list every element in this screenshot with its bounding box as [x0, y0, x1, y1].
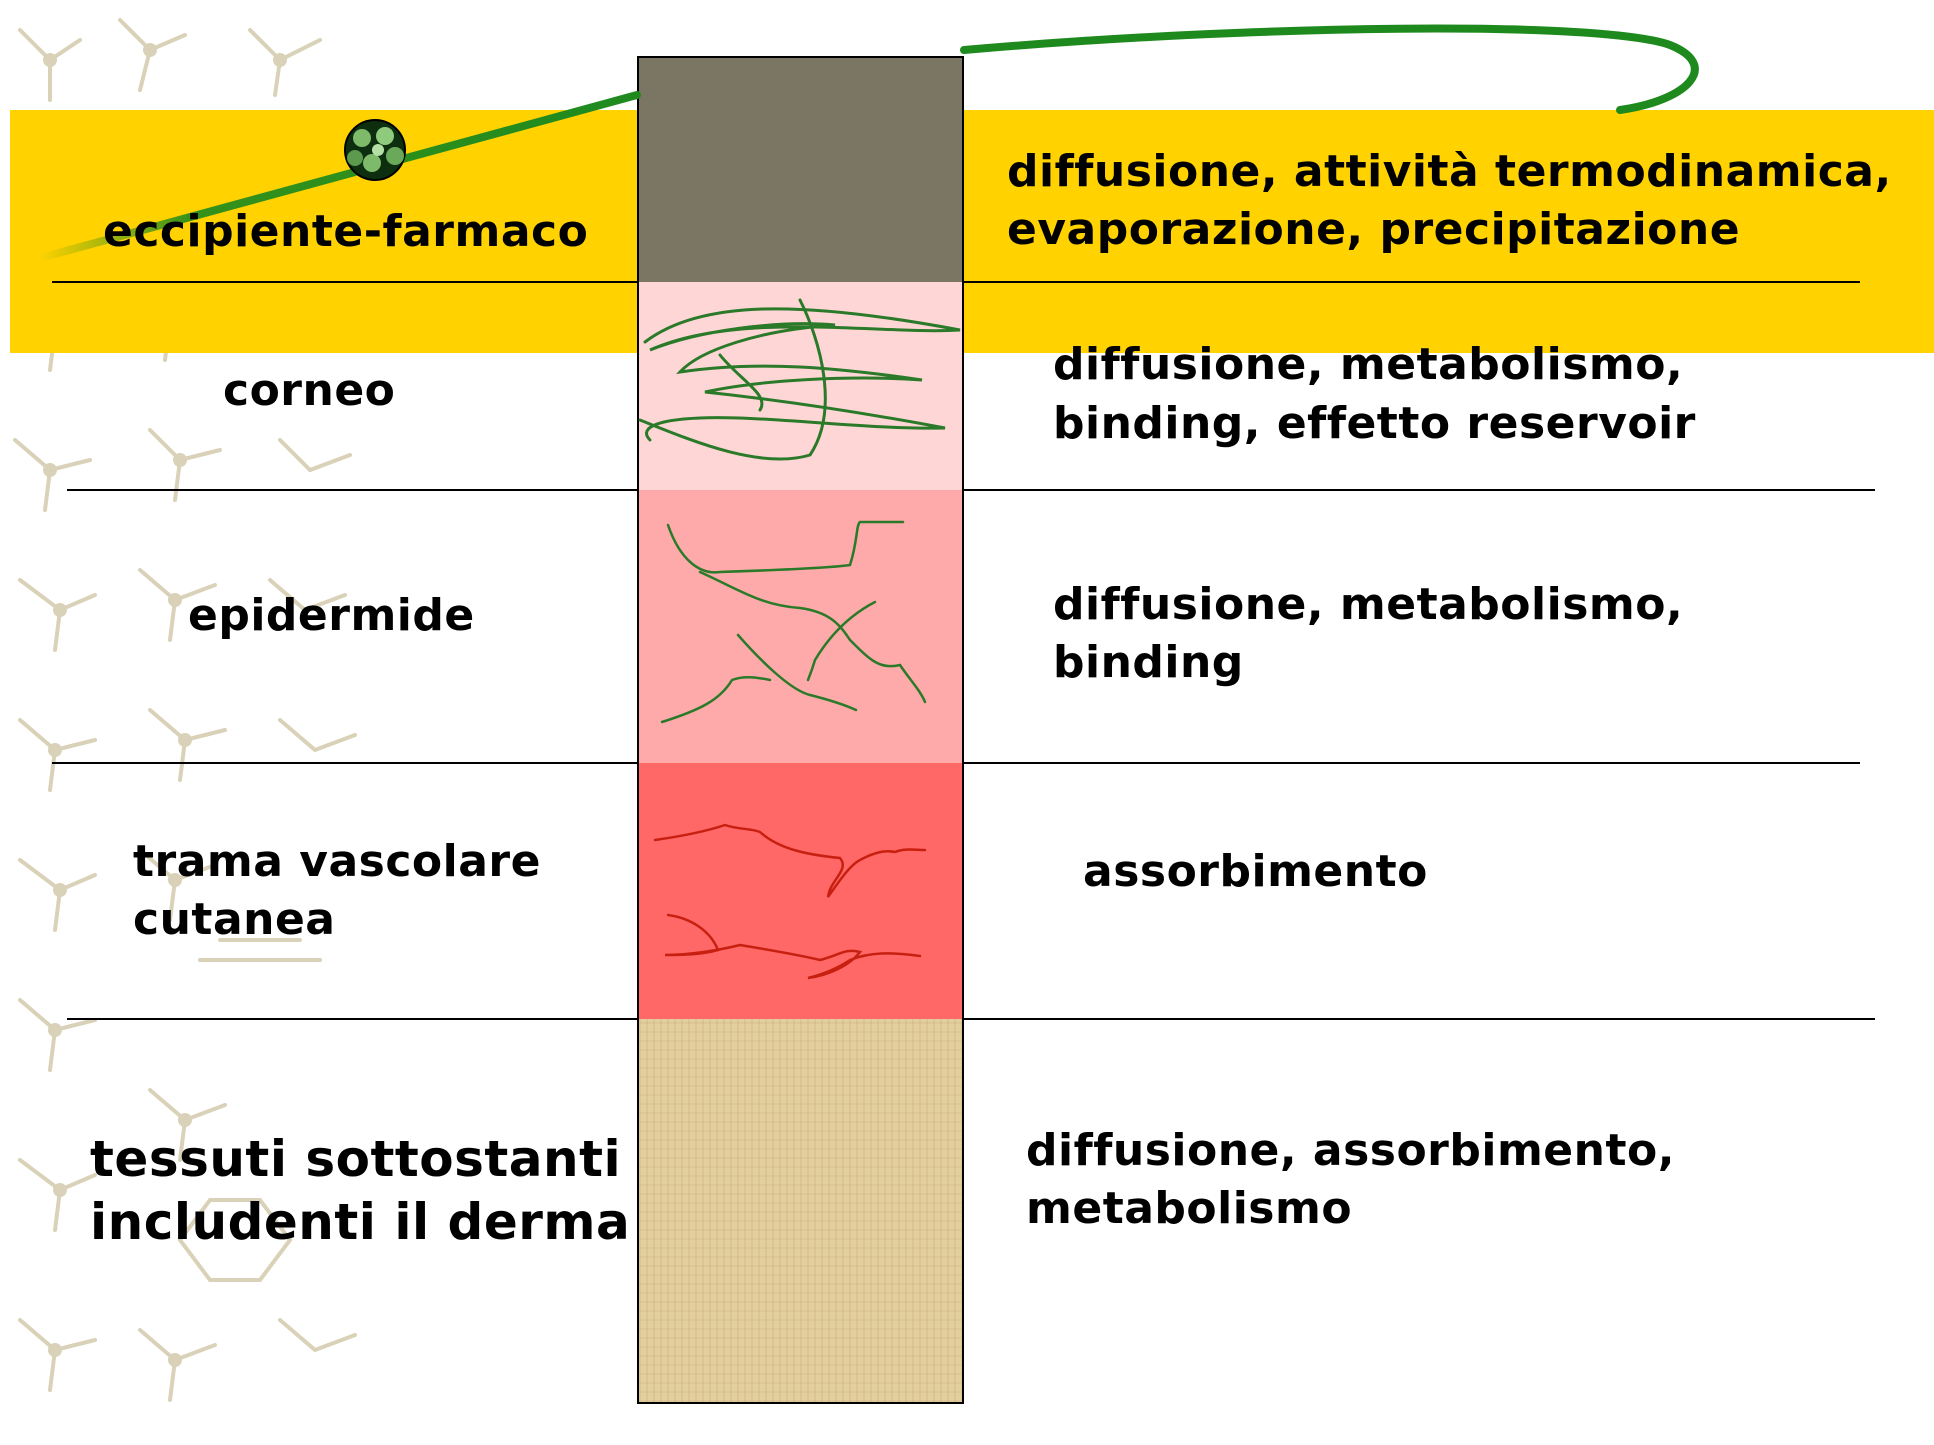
divider-line	[67, 489, 1875, 491]
process-text-dermis-line1: diffusione, assorbimento,	[1026, 1122, 1675, 1180]
divider-line	[67, 1018, 1875, 1020]
green-arc-top	[964, 29, 1695, 110]
process-text-dermis-line2: metabolismo	[1026, 1180, 1352, 1238]
process-text-epidermis-line2: binding	[1053, 634, 1244, 692]
process-text-vehicle-line2: evaporazione, precipitazione	[1007, 201, 1740, 259]
layer-label-epidermis: epidermide	[188, 587, 475, 645]
layer-block-stratum-corneum	[637, 282, 964, 490]
layer-label-vehicle: eccipiente-farmaco	[103, 203, 588, 261]
layer-block-vascular	[637, 763, 964, 1019]
process-text-vascular: assorbimento	[1083, 843, 1428, 901]
layer-label-vascular-line2: cutanea	[133, 891, 336, 949]
layer-label-dermis-line2: includenti il derma	[90, 1190, 630, 1254]
layer-label-dermis-line1: tessuti sottostanti	[90, 1127, 621, 1191]
layer-block-vehicle	[637, 56, 964, 282]
process-text-corneum-line2: binding, effetto reservoir	[1053, 395, 1696, 453]
process-text-corneum-line1: diffusione, metabolismo,	[1053, 336, 1683, 394]
layer-block-epidermis	[637, 490, 964, 763]
layer-label-stratum-corneum: corneo	[223, 362, 395, 420]
process-text-vehicle-line1: diffusione, attività termodinamica,	[1007, 143, 1892, 201]
process-text-epidermis-line1: diffusione, metabolismo,	[1053, 576, 1683, 634]
layer-label-vascular-line1: trama vascolare	[133, 833, 541, 891]
layer-block-dermis	[637, 1019, 964, 1404]
